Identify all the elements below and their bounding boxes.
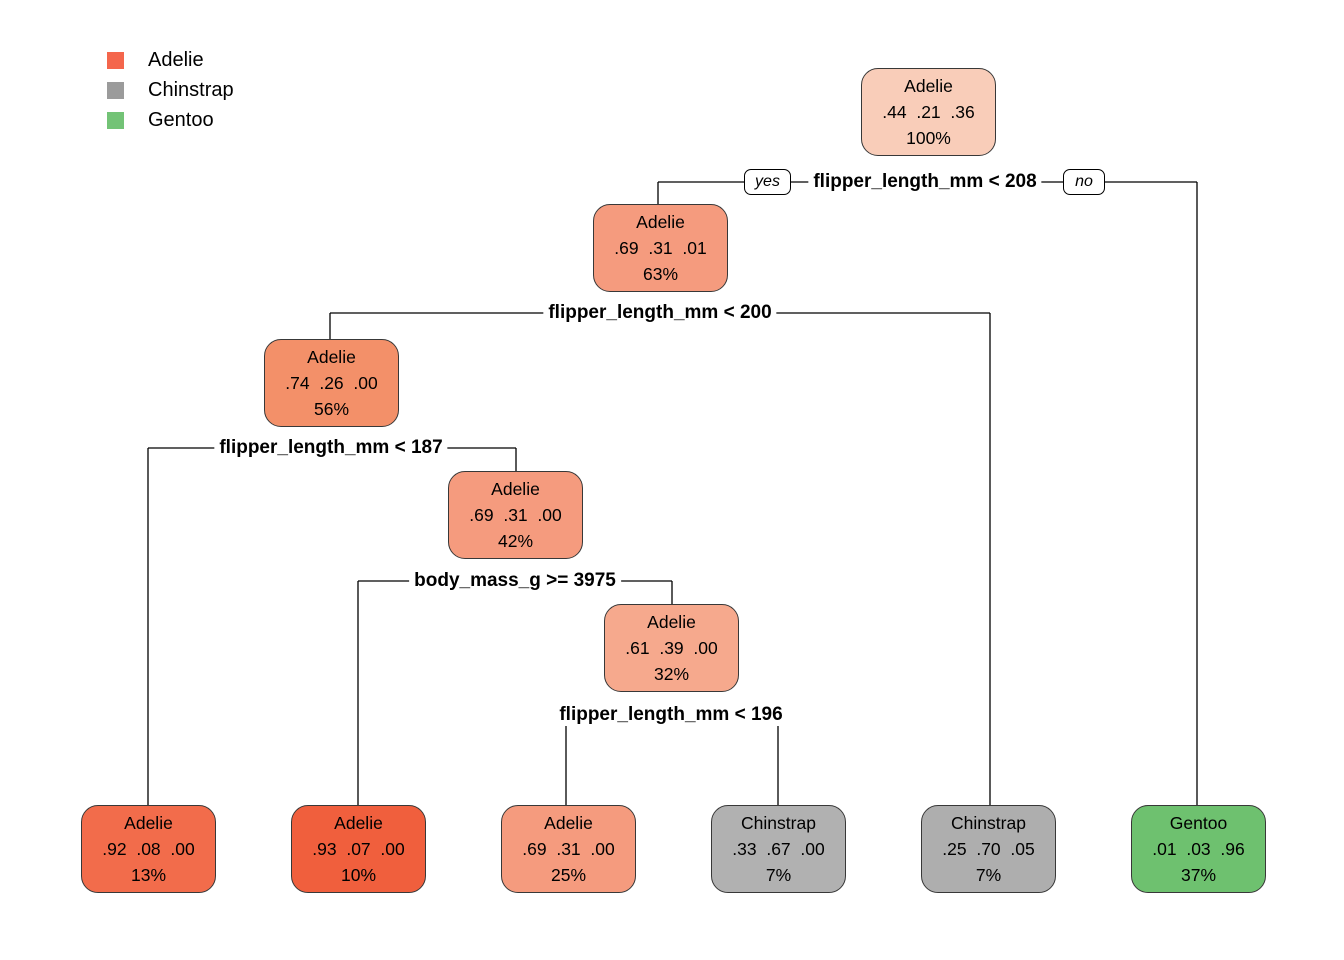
node-class-label: Adelie	[647, 612, 696, 632]
node-internal-42pct: Adelie .69 .31 .00 42%	[448, 471, 583, 559]
node-percent: 42%	[497, 531, 534, 551]
node-percent: 13%	[130, 865, 167, 885]
node-class-label: Adelie	[904, 76, 953, 96]
no-badge: no	[1063, 169, 1105, 195]
node-percent: 25%	[550, 865, 587, 885]
split-label-flipper-208: flipper_length_mm < 208	[808, 171, 1042, 193]
node-percent: 7%	[765, 865, 792, 885]
node-class-label: Adelie	[636, 212, 685, 232]
node-class-label: Chinstrap	[951, 813, 1026, 833]
node-probabilities: .93 .07 .00	[312, 839, 405, 859]
node-probabilities: .61 .39 .00	[625, 638, 718, 658]
node-percent: 100%	[906, 128, 951, 148]
legend: Adelie Chinstrap Gentoo	[107, 45, 234, 135]
node-probabilities: .69 .31 .00	[522, 839, 615, 859]
gentoo-color-swatch	[107, 111, 124, 129]
node-class-label: Adelie	[544, 813, 593, 833]
leaf-chinstrap-7pct-a: Chinstrap .33 .67 .00 7%	[711, 805, 846, 893]
legend-item-chinstrap: Chinstrap	[107, 75, 234, 105]
node-class-label: Chinstrap	[741, 813, 816, 833]
node-probabilities: .33 .67 .00	[732, 839, 825, 859]
split-label-body-mass-3975: body_mass_g >= 3975	[409, 570, 621, 592]
leaf-adelie-25pct: Adelie .69 .31 .00 25%	[501, 805, 636, 893]
node-probabilities: .92 .08 .00	[102, 839, 195, 859]
leaf-adelie-13pct: Adelie .92 .08 .00 13%	[81, 805, 216, 893]
node-class-label: Adelie	[491, 479, 540, 499]
chinstrap-color-swatch	[107, 81, 124, 99]
yes-badge: yes	[744, 169, 791, 195]
node-probabilities: .25 .70 .05	[942, 839, 1035, 859]
node-internal-32pct: Adelie .61 .39 .00 32%	[604, 604, 739, 692]
node-class-label: Gentoo	[1169, 813, 1228, 833]
node-class-label: Adelie	[334, 813, 383, 833]
node-probabilities: .69 .31 .01	[614, 238, 707, 258]
node-root: Adelie .44 .21 .36 100%	[861, 68, 996, 156]
node-probabilities: .69 .31 .00	[469, 505, 562, 525]
node-percent: 56%	[313, 399, 350, 419]
leaf-adelie-10pct: Adelie .93 .07 .00 10%	[291, 805, 426, 893]
node-percent: 32%	[653, 664, 690, 684]
split-label-flipper-187: flipper_length_mm < 187	[214, 437, 448, 459]
node-class-label: Adelie	[307, 347, 356, 367]
legend-label: Adelie	[148, 48, 204, 71]
adelie-color-swatch	[107, 51, 124, 69]
node-internal-63pct: Adelie .69 .31 .01 63%	[593, 204, 728, 292]
legend-label: Gentoo	[148, 108, 214, 131]
node-class-label: Adelie	[124, 813, 173, 833]
legend-item-adelie: Adelie	[107, 45, 234, 75]
node-probabilities: .01 .03 .96	[1152, 839, 1245, 859]
node-percent: 37%	[1180, 865, 1217, 885]
node-probabilities: .74 .26 .00	[285, 373, 378, 393]
node-probabilities: .44 .21 .36	[882, 102, 975, 122]
node-percent: 10%	[340, 865, 377, 885]
leaf-gentoo-37pct: Gentoo .01 .03 .96 37%	[1131, 805, 1266, 893]
leaf-chinstrap-7pct-b: Chinstrap .25 .70 .05 7%	[921, 805, 1056, 893]
node-percent: 7%	[975, 865, 1002, 885]
split-label-flipper-200: flipper_length_mm < 200	[543, 302, 777, 324]
split-label-flipper-196: flipper_length_mm < 196	[554, 704, 788, 726]
node-internal-56pct: Adelie .74 .26 .00 56%	[264, 339, 399, 427]
legend-item-gentoo: Gentoo	[107, 105, 234, 135]
legend-label: Chinstrap	[148, 78, 234, 101]
node-percent: 63%	[642, 264, 679, 284]
